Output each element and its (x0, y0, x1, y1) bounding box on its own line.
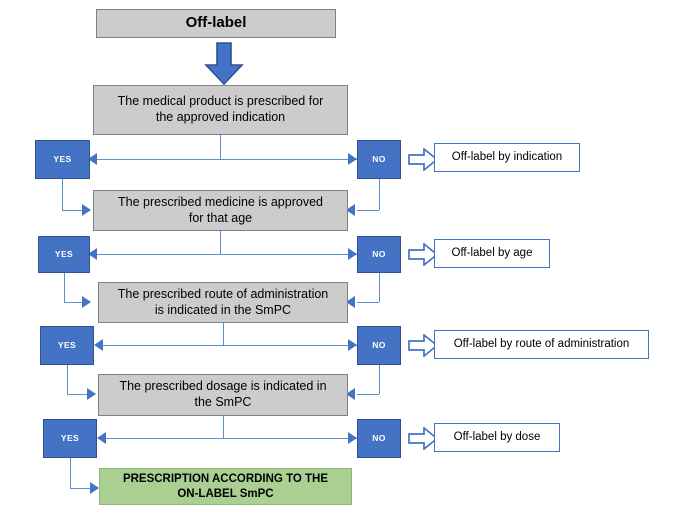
arrowhead-right-age (348, 248, 357, 260)
process-box-route: The prescribed route of administration i… (98, 282, 348, 323)
arrowhead-left-dosage (97, 432, 106, 444)
arrowhead-into-terminal (90, 482, 99, 494)
process-box-dosage: The prescribed dosage is indicated in th… (98, 374, 348, 416)
connector-yes-down-dosage (70, 458, 71, 488)
down-block-arrow-icon (202, 42, 246, 86)
connector-bus-route (97, 345, 357, 346)
connector-no-down-age (379, 273, 380, 302)
title-label: Off-label (185, 14, 247, 32)
arrowhead-right-dosage (348, 432, 357, 444)
connector-yes-right-indication (62, 210, 83, 211)
yes-label: YES (60, 433, 80, 444)
title-box-off-label: Off-label (96, 9, 336, 38)
connector-yes-right-age (64, 302, 83, 303)
decision-no-route[interactable]: NO (357, 326, 401, 365)
yes-label: YES (57, 340, 77, 351)
process-line-2: is indicated in the SmPC (154, 302, 292, 317)
connector-yes-right-route (67, 394, 88, 395)
arrowhead-right-route (348, 339, 357, 351)
connector-no-left-indication (357, 210, 379, 211)
arrowhead-left-indication (88, 153, 97, 165)
connector-no-down-route (379, 365, 380, 394)
connector-down-age (220, 231, 221, 254)
process-line-1: The prescribed route of administration (117, 286, 329, 301)
process-line-2: the approved indication (155, 110, 286, 124)
connector-no-left-route (357, 394, 379, 395)
process-line-1: The prescribed dosage is indicated in (119, 379, 327, 394)
outcome-label: Off-label by indication (451, 151, 563, 164)
connector-yes-down-indication (62, 179, 63, 210)
terminal-box-on-label-prescription: PRESCRIPTION ACCORDING TO THE ON-LABEL S… (99, 468, 352, 505)
yes-label: YES (54, 249, 74, 260)
outcome-box-indication: Off-label by indication (434, 143, 580, 172)
no-label: NO (372, 249, 386, 260)
arrowhead-into-route-right (346, 296, 355, 308)
terminal-line-1: PRESCRIPTION ACCORDING TO THE (122, 473, 329, 486)
outcome-box-route: Off-label by route of administration (434, 330, 649, 359)
outcome-box-age: Off-label by age (434, 239, 550, 268)
arrowhead-into-dosage (87, 388, 96, 400)
connector-no-down-indication (379, 179, 380, 210)
arrowhead-into-route (82, 296, 91, 308)
connector-down-indication (220, 135, 221, 159)
process-box-age: The prescribed medicine is approved for … (93, 190, 348, 231)
connector-bus-indication (90, 159, 357, 160)
arrowhead-into-age (82, 204, 91, 216)
process-line-1: The prescribed medicine is approved (118, 194, 323, 209)
no-label: NO (372, 433, 386, 444)
decision-yes-route[interactable]: YES (40, 326, 94, 365)
process-line-2: for that age (188, 210, 253, 225)
block-arrow-right-icon-route (408, 333, 439, 358)
decision-no-dosage[interactable]: NO (357, 419, 401, 458)
block-arrow-right-icon-age (408, 242, 439, 267)
yes-label: YES (53, 154, 72, 165)
connector-bus-dosage (100, 438, 357, 439)
connector-down-dosage (223, 416, 224, 438)
connector-yes-down-age (64, 273, 65, 302)
decision-yes-age[interactable]: YES (38, 236, 90, 273)
terminal-line-2: ON-LABEL SmPC (177, 487, 274, 500)
decision-no-indication[interactable]: NO (357, 140, 401, 179)
connector-no-left-age (357, 302, 379, 303)
arrowhead-left-age (88, 248, 97, 260)
arrowhead-left-route (94, 339, 103, 351)
outcome-box-dosage: Off-label by dose (434, 423, 560, 452)
connector-yes-right-dosage (70, 488, 91, 489)
decision-yes-dosage[interactable]: YES (43, 419, 97, 458)
block-arrow-right-icon-dosage (408, 426, 439, 451)
process-line-2: the SmPC (194, 395, 252, 409)
outcome-label: Off-label by route of administration (453, 338, 630, 351)
decision-no-age[interactable]: NO (357, 236, 401, 273)
no-label: NO (372, 154, 386, 165)
arrowhead-into-age-right (346, 204, 355, 216)
arrowhead-into-dosage-right (346, 388, 355, 400)
process-box-indication: The medical product is prescribed for th… (93, 85, 348, 135)
connector-down-route (223, 323, 224, 345)
decision-yes-indication[interactable]: YES (35, 140, 90, 179)
arrowhead-right-indication (348, 153, 357, 165)
outcome-label: Off-label by dose (453, 431, 541, 444)
process-line-1: The medical product is prescribed for (117, 94, 324, 109)
no-label: NO (372, 340, 386, 351)
outcome-label: Off-label by age (451, 247, 533, 260)
connector-bus-age (90, 254, 357, 255)
block-arrow-right-icon-indication (408, 147, 439, 172)
connector-yes-down-route (67, 365, 68, 394)
